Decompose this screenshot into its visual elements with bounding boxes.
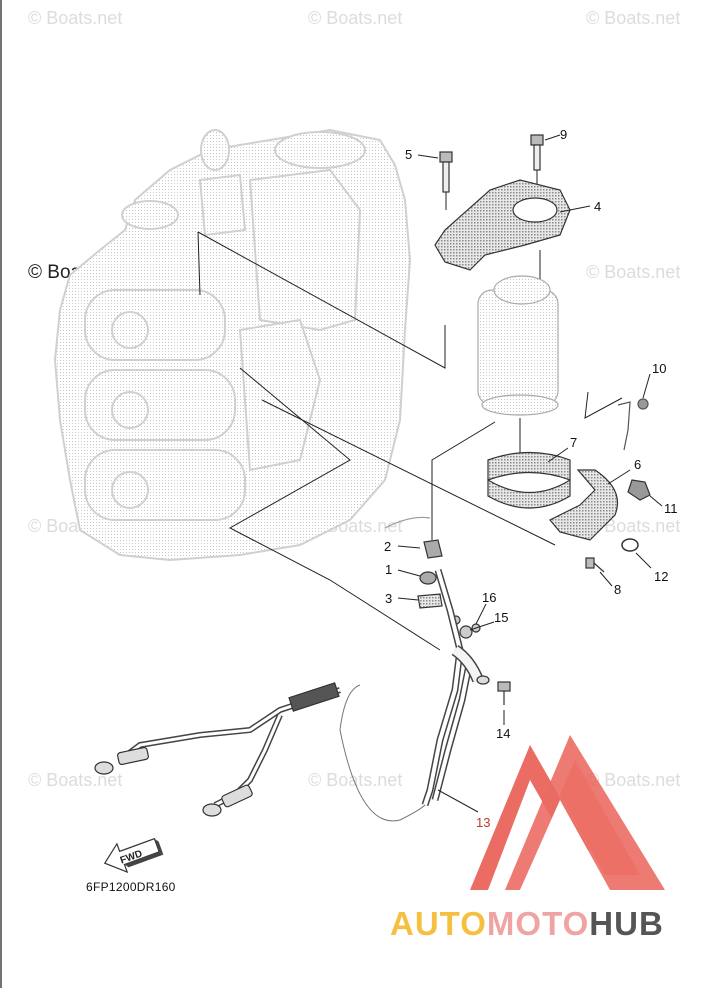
callout-14: 14	[496, 726, 511, 741]
watermark-top-center: © Boats.net	[308, 8, 403, 28]
part-7-band	[487, 451, 571, 509]
part-5-bolt	[439, 151, 453, 193]
callout-10: 10	[652, 361, 667, 376]
callout-7: 7	[570, 435, 578, 450]
part-4-bracket	[434, 179, 571, 271]
callout-4: 4	[594, 199, 602, 214]
brand-auto: AUTO	[390, 905, 487, 942]
watermark-mid-right: © Boats.net	[586, 262, 681, 282]
watermark-top-left: © Boats.net	[28, 8, 123, 28]
brand-moto: MOTO	[486, 905, 590, 942]
starter-motor	[477, 275, 559, 416]
part-14-bolt	[476, 675, 511, 705]
parts-1-2-3	[384, 516, 443, 609]
part-12-clip	[621, 538, 639, 552]
callout-16: 16	[482, 590, 497, 605]
callout-6: 6	[634, 457, 642, 472]
callout-8: 8	[614, 582, 622, 597]
fwd-arrow-icon	[103, 837, 164, 874]
part-10-connector	[617, 398, 649, 451]
automotohub-brand: AUTOMOTOHUB	[390, 905, 664, 943]
callout-12: 12	[654, 569, 669, 584]
callout-11: 11	[664, 501, 678, 516]
diagram-code: 6FP1200DR160	[86, 880, 176, 894]
part-9-bolt	[530, 134, 544, 171]
callout-5: 5	[405, 147, 413, 162]
part-8-bolt	[585, 557, 605, 573]
watermark-bottom-right: © Boats.net	[586, 770, 681, 790]
part-11-nut	[627, 479, 651, 501]
watermark-bottom-center: © Boats.net	[308, 770, 403, 790]
automotohub-logo-icon	[470, 735, 665, 890]
brand-hub: HUB	[589, 905, 664, 942]
watermark-top-right: © Boats.net	[586, 8, 681, 28]
part-6-clamp	[549, 469, 619, 541]
callout-15: 15	[494, 610, 509, 625]
callout-13: 13	[476, 815, 491, 830]
engine-block-illustration	[53, 128, 412, 562]
cable-terminals	[94, 746, 253, 817]
callout-leaders	[397, 134, 663, 813]
callout-1: 1	[385, 562, 393, 577]
callout-3: 3	[385, 591, 393, 606]
battery-cable-harness	[118, 568, 484, 822]
callout-2: 2	[384, 539, 392, 554]
callout-9: 9	[560, 127, 568, 142]
watermark-bottom-left: © Boats.net	[28, 770, 123, 790]
